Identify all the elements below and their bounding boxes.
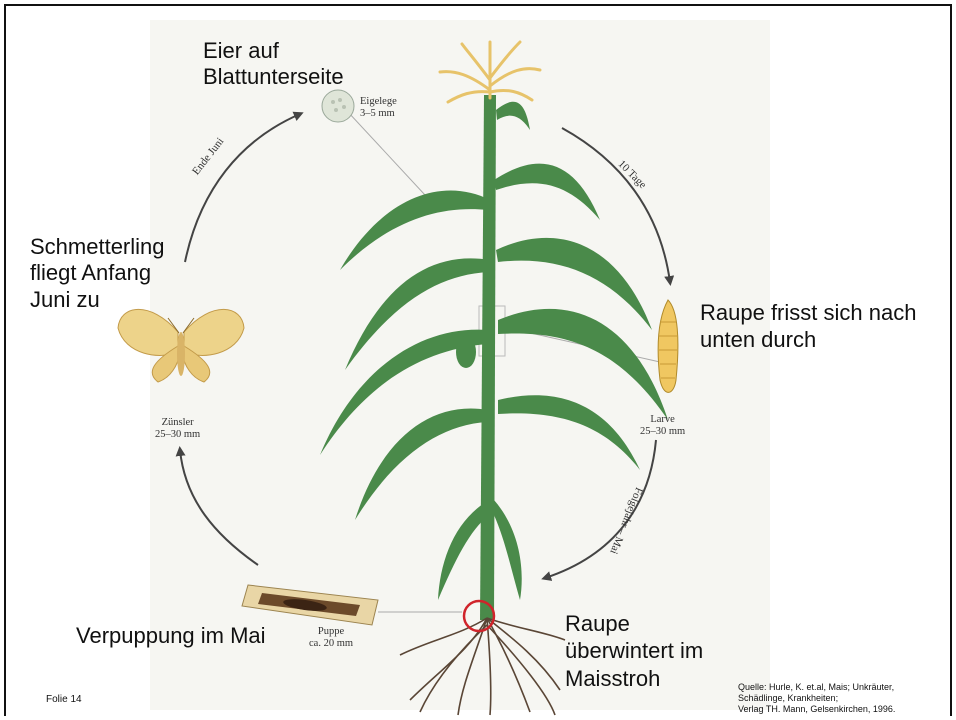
- butterfly-label-line3: Juni zu: [30, 287, 100, 313]
- overwinter-label-line2: überwintert im: [565, 638, 703, 664]
- pupation-label: Verpuppung im Mai: [76, 623, 266, 649]
- caption-puppe: Puppe ca. 20 mm: [309, 626, 353, 650]
- caption-larve-name: Larve: [640, 414, 685, 426]
- source-citation: Quelle: Hurle, K. et.al, Mais; Unkräuter…: [738, 682, 895, 715]
- egg-cluster: [322, 90, 354, 122]
- maize-cob: [456, 336, 476, 368]
- source-line-2: Schädlinge, Krankheiten;: [738, 693, 895, 704]
- slide-number: Folie 14: [46, 694, 82, 705]
- caption-larve-size: 25–30 mm: [640, 426, 685, 438]
- caption-puppe-size: ca. 20 mm: [309, 638, 353, 650]
- caption-eigelege: Eigelege 3–5 mm: [360, 96, 397, 120]
- caption-zuensler: Zünsler 25–30 mm: [155, 417, 200, 441]
- larva-label-line1: Raupe frisst sich nach: [700, 300, 916, 326]
- caption-larve: Larve 25–30 mm: [640, 414, 685, 438]
- eggs-label-line2: Blattunterseite: [203, 64, 344, 90]
- source-line-1: Quelle: Hurle, K. et.al, Mais; Unkräuter…: [738, 682, 895, 693]
- source-line-3: Verlag TH. Mann, Gelsenkirchen, 1996.: [738, 704, 895, 715]
- caption-zuensler-name: Zünsler: [155, 417, 200, 429]
- caption-eigelege-size: 3–5 mm: [360, 108, 397, 120]
- overwinter-label-line3: Maisstroh: [565, 666, 660, 692]
- larva-label-line2: unten durch: [700, 327, 816, 353]
- caption-zuensler-size: 25–30 mm: [155, 429, 200, 441]
- butterfly-label-line1: Schmetterling: [30, 234, 165, 260]
- eggs-label-line1: Eier auf: [203, 38, 279, 64]
- butterfly-label-line2: fliegt Anfang: [30, 260, 151, 286]
- caption-eigelege-name: Eigelege: [360, 96, 397, 108]
- caption-puppe-name: Puppe: [309, 626, 353, 638]
- overwinter-label-line1: Raupe: [565, 611, 630, 637]
